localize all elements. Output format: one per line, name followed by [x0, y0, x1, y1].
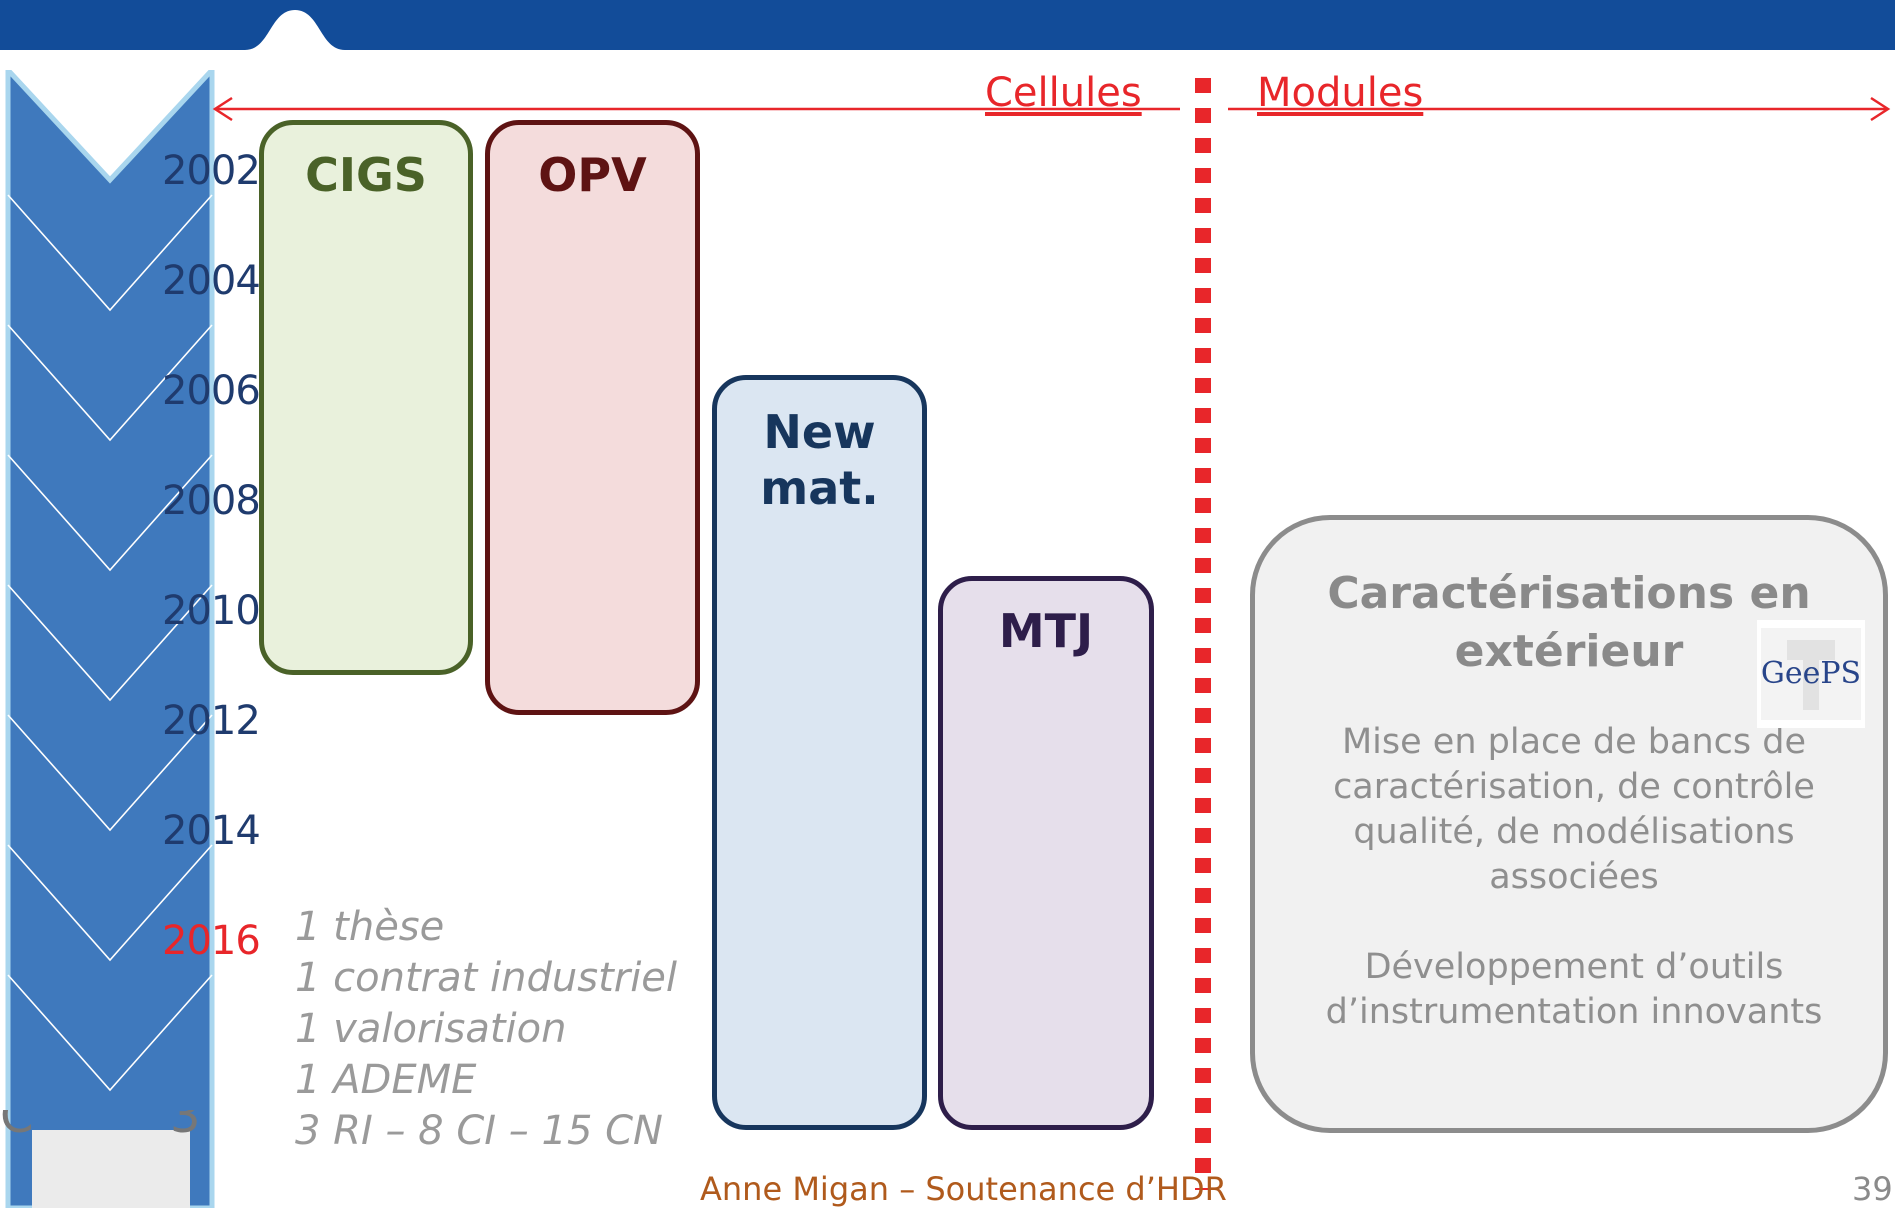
output-stats: 1 thèse 1 contrat industriel 1 valorisat…: [295, 902, 715, 1157]
stat-line: 1 contrat industriel: [295, 955, 678, 1001]
stat-line: 3 RI – 8 CI – 15 CN: [295, 1108, 663, 1154]
modules-label: Modules: [1257, 70, 1424, 116]
opv-box: OPV: [485, 120, 700, 715]
geeps-logo: GeePS: [1757, 620, 1865, 728]
svg-text:3: 3: [170, 1110, 200, 1144]
new-mat-box: New mat.: [712, 375, 927, 1130]
page-number: 39: [1852, 1170, 1893, 1208]
top-banner: [0, 0, 1895, 50]
cigs-label: CIGS: [305, 148, 427, 202]
year-label: 2002: [162, 148, 261, 194]
card-body: Mise en place de bancs de caractérisatio…: [1265, 720, 1883, 1080]
year-label: 2014: [162, 808, 261, 854]
opv-label: OPV: [538, 148, 647, 202]
timeline-arrow: [5, 70, 215, 1208]
mtj-label: MTJ: [998, 604, 1094, 658]
geeps-logo-icon: [1761, 628, 1861, 720]
card-body-paragraph: Développement d’outils d’instrumentation…: [1325, 947, 1823, 1032]
cells-label: Cellules: [985, 70, 1142, 116]
stat-line: 1 ADEME: [295, 1057, 477, 1103]
footer-author: Anne Migan – Soutenance d’HDR: [700, 1170, 1227, 1208]
geeps-logo-text: GeePS: [1760, 656, 1862, 691]
year-label: 2006: [162, 368, 261, 414]
card-title-line2: extérieur: [1454, 626, 1684, 677]
year-label: 2010: [162, 588, 261, 634]
new-mat-label-line1: New: [763, 405, 876, 459]
year-label: 2004: [162, 258, 261, 304]
outdoor-characterization-card: Caractérisations en extérieur Mise en pl…: [1250, 515, 1888, 1133]
card-body-paragraph: Mise en place de bancs de caractérisatio…: [1333, 722, 1815, 897]
new-mat-label-line2: mat.: [760, 461, 879, 515]
background-logo-icon: C 3: [0, 1110, 200, 1208]
year-label: 2016: [162, 918, 261, 964]
cigs-box: CIGS: [259, 120, 473, 675]
stat-line: 1 thèse: [295, 904, 445, 950]
year-label: 2008: [162, 478, 261, 524]
svg-text:C: C: [0, 1110, 34, 1144]
stat-line: 1 valorisation: [295, 1006, 567, 1052]
year-label: 2012: [162, 698, 261, 744]
card-title: Caractérisations en extérieur: [1255, 565, 1883, 681]
mtj-box: MTJ: [938, 576, 1154, 1130]
card-title-line1: Caractérisations en: [1327, 568, 1811, 619]
